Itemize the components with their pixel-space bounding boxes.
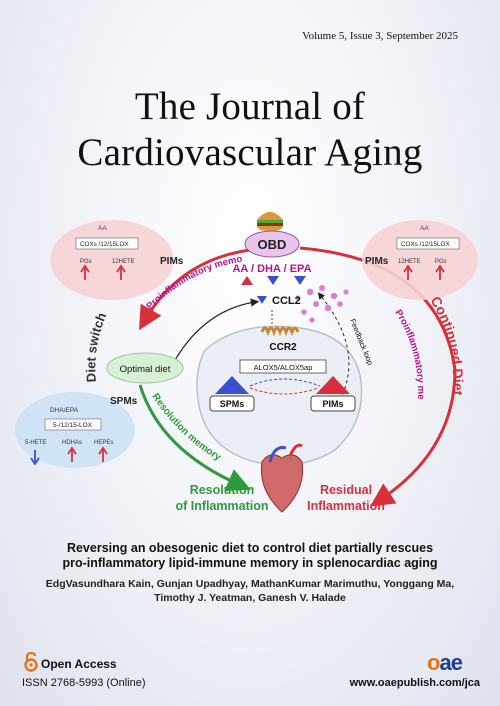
volume-issue-date: Volume 5, Issue 3, September 2025 <box>302 30 458 42</box>
journal-url[interactable]: www.oaepublish.com/jca <box>349 677 480 689</box>
ccr2-label: CCR2 <box>269 342 297 353</box>
ccl2-label: CCL2 <box>272 295 301 307</box>
pim-bubble-left: AA COXs /12/15LOX PGs 12HETE PIMs <box>50 220 184 300</box>
continued-diet-label: Continued Diet <box>428 293 467 396</box>
pims-box-label: PIMs <box>322 399 343 409</box>
journal-title: The Journal of Cardiovascular Aging <box>0 84 500 176</box>
article-title: Reversing an obesogenic diet to control … <box>0 541 500 571</box>
right-aa: AA <box>420 225 429 232</box>
optimal-diet-ellipse <box>106 352 184 384</box>
spm-bubble: DHA/EPA 5-/12/15-LOX 5-HETE HDHAs HEPEs … <box>15 392 138 468</box>
article-title-line2: pro-inflammatory lipid-immune memory in … <box>62 556 438 570</box>
optimal-diet-label: Optimal diet <box>120 364 171 375</box>
heart-icon <box>260 443 304 513</box>
burger-icon <box>257 212 283 231</box>
spm-enzyme: 5-/12/15-LOX <box>53 422 93 429</box>
right-pgs: PGs <box>435 259 447 265</box>
resolution-label-line1: Resolution <box>190 483 255 497</box>
left-pims-label: PIMs <box>160 256 184 267</box>
graphical-abstract: AA COXs /12/15LOX PGs 12HETE PIMs AA COX… <box>0 200 478 513</box>
authors-line1: EdgVasundhara Kain, Gunjan Upadhyay, Mat… <box>45 578 455 590</box>
right-hete: 12HETE <box>398 259 421 265</box>
right-pims-label: PIMs <box>365 256 389 267</box>
spm-hepes: HEPEs <box>94 440 113 446</box>
epa-down-triangle <box>294 276 306 285</box>
spms-up-triangle <box>215 376 249 394</box>
ccl2-down-triangle <box>257 296 267 304</box>
pims-box <box>310 395 356 412</box>
journal-title-line2: Cardiovascular Aging <box>77 131 423 174</box>
spms-box-label: SPMs <box>220 399 245 409</box>
aa-dha-epa-label: AA / DHA / EPA <box>232 263 311 275</box>
pim-bubble-right: AA COXs /12/15LOX 12HETE PGs PIMs <box>362 220 478 300</box>
open-access-label: Open Access <box>41 657 117 671</box>
obd-label: OBD <box>258 237 287 252</box>
publisher-logo: oae <box>427 650 463 675</box>
left-pgs: PGs <box>80 259 92 265</box>
ccl2-dots <box>295 285 349 323</box>
resolution-arrow <box>138 384 251 492</box>
left-hete: 12HETE <box>112 259 135 265</box>
left-aa: AA <box>98 225 107 232</box>
right-enzyme: COXs /12/15LOX <box>401 241 450 248</box>
pim-left-arrow <box>138 248 251 331</box>
diet-switch-label: Diet switch <box>83 310 109 382</box>
spm-hete5: 5-HETE <box>25 440 46 446</box>
issn: ISSN 2768-5993 (Online) <box>22 677 146 689</box>
spm-hdhas: HDHAs <box>62 440 82 446</box>
authors-line2: Timothy J. Yeatman, Ganesh V. Halade <box>154 592 346 604</box>
obd-ellipse <box>244 230 300 258</box>
alox-box <box>239 359 327 374</box>
aa-up-triangle <box>241 276 253 285</box>
residual-label-line1: Residual <box>320 483 372 497</box>
alox-label: ALOX5/ALOX5ap <box>254 363 313 372</box>
spm-dha-epa: DHA/EPA <box>50 407 79 414</box>
diet-switch-arrow <box>174 298 260 361</box>
residual-label-line2: Inflammation <box>307 499 385 513</box>
journal-title-line1: The Journal of <box>134 85 366 128</box>
article-authors: EdgVasundhara Kain, Gunjan Upadhyay, Mat… <box>0 577 500 605</box>
left-enzyme: COXs /12/15LOX <box>80 241 129 248</box>
dha-down-triangle <box>267 276 279 285</box>
ccr2-receptor-icon <box>260 326 300 337</box>
article-title-line1: Reversing an obesogenic diet to control … <box>66 541 434 555</box>
spms-box <box>209 395 255 412</box>
resolution-label-line2: of Inflammation <box>175 499 268 513</box>
open-access-lock-icon <box>24 652 38 672</box>
pims-up-triangle <box>316 376 350 394</box>
spm-bubble-label: SPMs <box>110 396 138 407</box>
